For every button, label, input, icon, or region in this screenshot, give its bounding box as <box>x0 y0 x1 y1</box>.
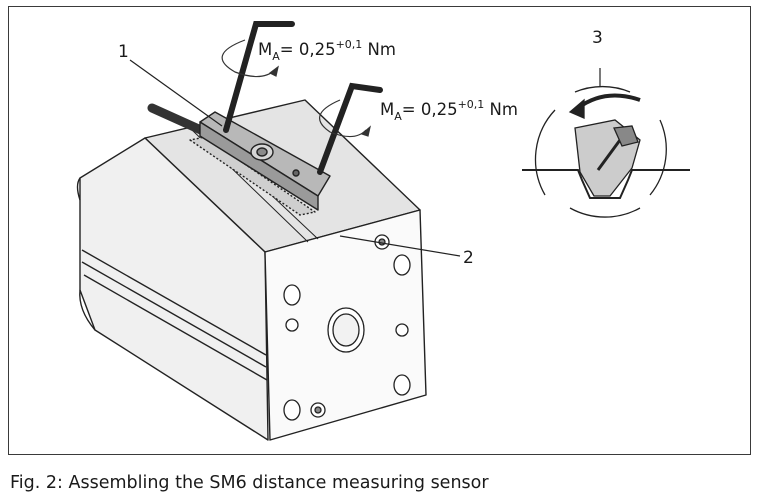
screw-left <box>285 318 299 332</box>
callout-3: 3 <box>592 28 603 48</box>
torque-label-2: MA= 0,25+0,1 Nm <box>380 98 518 123</box>
end-face-holes <box>283 234 411 421</box>
port-hole-top-left <box>283 284 301 306</box>
callout-1: 1 <box>118 42 129 62</box>
detail-view <box>522 68 690 218</box>
torque-2-subscript: A <box>394 110 402 123</box>
hex-keys <box>223 21 383 175</box>
sm6-sensor <box>147 103 331 216</box>
leader-1 <box>129 59 223 127</box>
hex-key-2 <box>317 82 383 175</box>
torque-2-unit: Nm <box>484 100 518 119</box>
torque-label-1: MA= 0,25+0,1 Nm <box>258 38 396 63</box>
torque-1-subscript: A <box>272 50 280 63</box>
hex-key-1 <box>223 21 295 133</box>
torque-1-unit: Nm <box>362 40 396 59</box>
leader-2 <box>339 235 461 257</box>
port-hole-bottom-left <box>283 399 301 421</box>
torque-2-superscript: +0,1 <box>458 98 485 111</box>
torque-1-symbol: M <box>258 40 272 59</box>
port-hole-bottom-right <box>393 374 411 396</box>
port-hole-top-right <box>393 254 411 276</box>
callout-2: 2 <box>463 248 474 268</box>
rotation-arrows <box>221 39 371 138</box>
torque-1-superscript: +0,1 <box>336 38 363 51</box>
figure-caption: Fig. 2: Assembling the SM6 distance meas… <box>10 473 489 493</box>
torque-1-value: = 0,25 <box>280 40 336 59</box>
screw-right <box>395 323 409 337</box>
leader-lines <box>129 59 461 257</box>
figure-frame <box>8 6 751 455</box>
torque-2-value: = 0,25 <box>402 100 458 119</box>
torque-2-symbol: M <box>380 100 394 119</box>
